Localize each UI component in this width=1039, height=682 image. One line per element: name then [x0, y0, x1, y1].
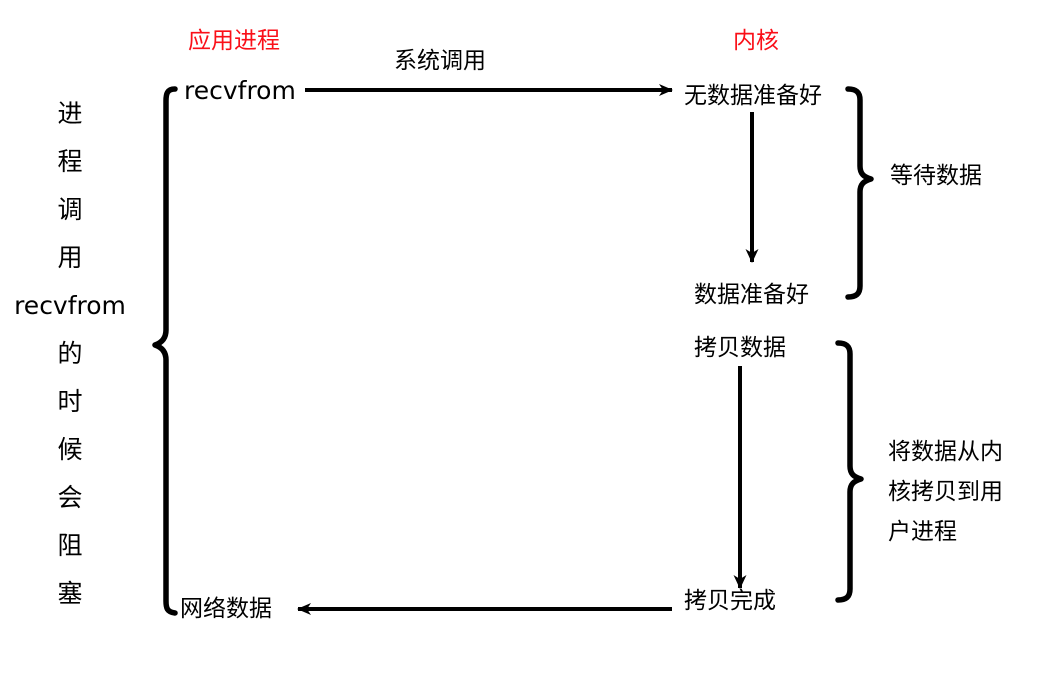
- right-brace-copy: [835, 340, 864, 603]
- edge-label-syscall: 系统调用: [394, 48, 486, 74]
- header-app-process: 应用进程: [188, 28, 280, 54]
- annotation-copy-to-user-line: 核拷贝到用: [888, 479, 1003, 505]
- annotation-copy-to-user-line: 将数据从内: [888, 439, 1003, 465]
- right-brace-wait: [845, 86, 874, 300]
- left-caption-char: 阻: [57, 531, 83, 560]
- left-caption-char: 候: [57, 435, 83, 464]
- node-network-data: 网络数据: [180, 596, 272, 622]
- annotation-wait-data: 等待数据: [890, 163, 982, 189]
- left-caption: 进 程 调 用 recvfrom 的 时 候 会 阻 塞: [10, 90, 130, 618]
- left-caption-char: 塞: [57, 579, 83, 608]
- left-caption-char: 程: [57, 147, 83, 176]
- node-recvfrom: recvfrom: [184, 76, 296, 105]
- left-brace: [152, 86, 178, 616]
- left-caption-char: recvfrom: [14, 291, 126, 320]
- left-caption-char: 时: [57, 387, 83, 416]
- node-no-data-ready: 无数据准备好: [684, 83, 822, 109]
- left-caption-char: 进: [57, 99, 83, 128]
- node-copy-data: 拷贝数据: [694, 335, 786, 361]
- left-caption-char: 调: [57, 195, 83, 224]
- left-caption-char: 用: [57, 243, 83, 272]
- node-data-ready: 数据准备好: [694, 282, 809, 308]
- header-kernel: 内核: [733, 28, 779, 54]
- node-copy-done: 拷贝完成: [684, 588, 776, 614]
- left-caption-char: 的: [57, 339, 83, 368]
- left-caption-char: 会: [57, 483, 83, 512]
- annotation-copy-to-user-line: 户进程: [888, 519, 957, 545]
- annotation-copy-to-user: 将数据从内 核拷贝到用 户进程: [888, 432, 1003, 552]
